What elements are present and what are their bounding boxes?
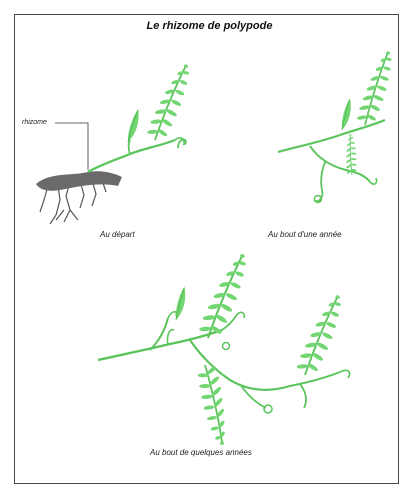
panel-several-years (98, 248, 350, 447)
panel-start (36, 59, 192, 224)
rhizome-body (36, 171, 122, 191)
rhizome-label: rhizome (22, 119, 47, 126)
caption-several-years: Au bout de quelques années (150, 448, 252, 457)
caption-one-year: Au bout d'une année (268, 230, 342, 239)
panel-one-year (278, 48, 394, 203)
caption-start: Au départ (100, 230, 135, 239)
